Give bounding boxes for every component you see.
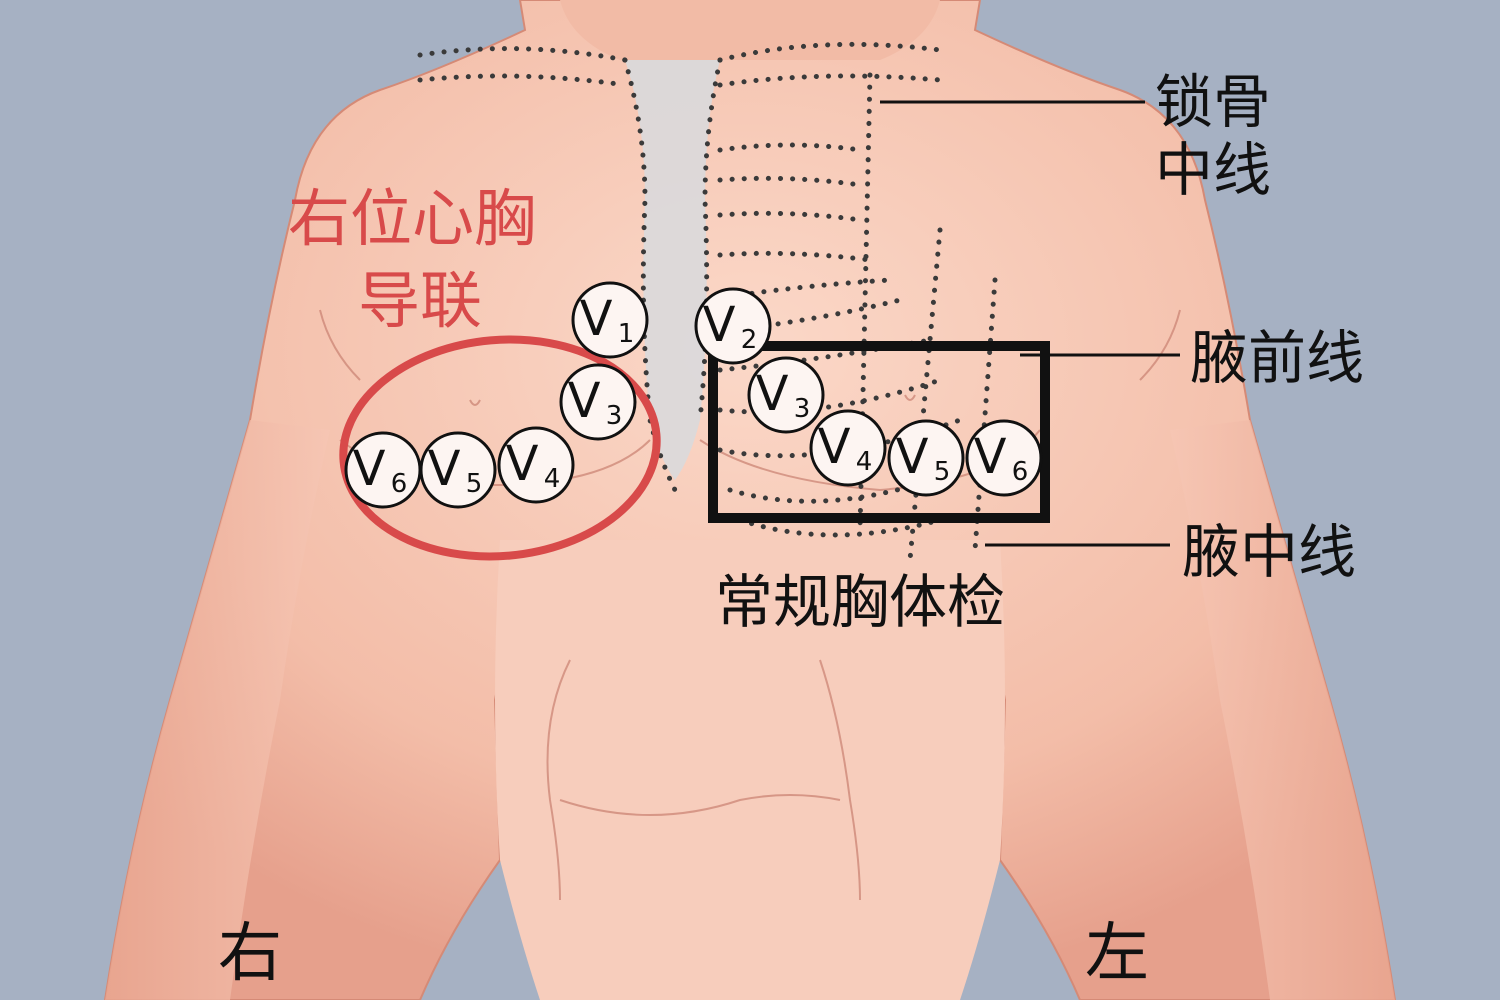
lead-subscript: 6: [1012, 457, 1029, 487]
label-side-left: 左: [1085, 917, 1149, 991]
lead-subscript: 4: [856, 447, 873, 477]
lead-letter: V: [353, 441, 386, 497]
lead-letter: V: [974, 429, 1007, 485]
lead-letter: V: [818, 419, 851, 475]
lead-letter: V: [756, 366, 789, 422]
label-right-leads-2: 导联: [358, 264, 482, 337]
routine-leads-box: [708, 341, 1050, 523]
lead-circle: [344, 431, 422, 509]
lead-subscript: 2: [741, 325, 758, 355]
sternum: [625, 60, 720, 480]
lead-letter: V: [428, 441, 461, 497]
lead-letter: V: [568, 373, 601, 429]
label-clavicle-line-2: 中线: [1155, 136, 1271, 204]
lead-letter: V: [896, 429, 929, 485]
lead-circle: [747, 356, 825, 434]
lead-circle: [809, 409, 887, 487]
label-routine-exam: 常规胸体检: [715, 568, 1005, 636]
right-arm-shade: [105, 420, 330, 1000]
abdomen-fill: [495, 540, 1005, 1000]
lead-subscript: 5: [934, 457, 951, 487]
lead-circle: [965, 419, 1043, 497]
label-mid-axillary: 腋中线: [1182, 518, 1356, 586]
lead-letter: V: [703, 297, 736, 353]
left-arm-shade: [1170, 420, 1395, 1000]
lead-subscript: 1: [618, 319, 635, 349]
right-leads-ellipse: [339, 335, 661, 561]
lead-circle: [887, 419, 965, 497]
lead-subscript: 3: [794, 394, 811, 424]
lead-circle: [694, 287, 772, 365]
label-right-leads-1: 右位心胸: [288, 182, 536, 255]
lead-subscript: 6: [391, 469, 408, 499]
lead-circle: [497, 426, 575, 504]
lead-subscript: 4: [544, 464, 561, 494]
lead-letter: V: [580, 291, 613, 347]
label-clavicle-line-1: 锁骨: [1155, 68, 1271, 136]
neck: [560, 0, 940, 60]
lead-letter: V: [506, 436, 539, 492]
lead-subscript: 3: [606, 401, 623, 431]
lead-subscript: 5: [466, 469, 483, 499]
label-anterior-axillary: 腋前线: [1190, 324, 1364, 392]
lead-circle: [571, 281, 649, 359]
label-side-right: 右: [218, 917, 282, 991]
lead-circle: [559, 363, 637, 441]
